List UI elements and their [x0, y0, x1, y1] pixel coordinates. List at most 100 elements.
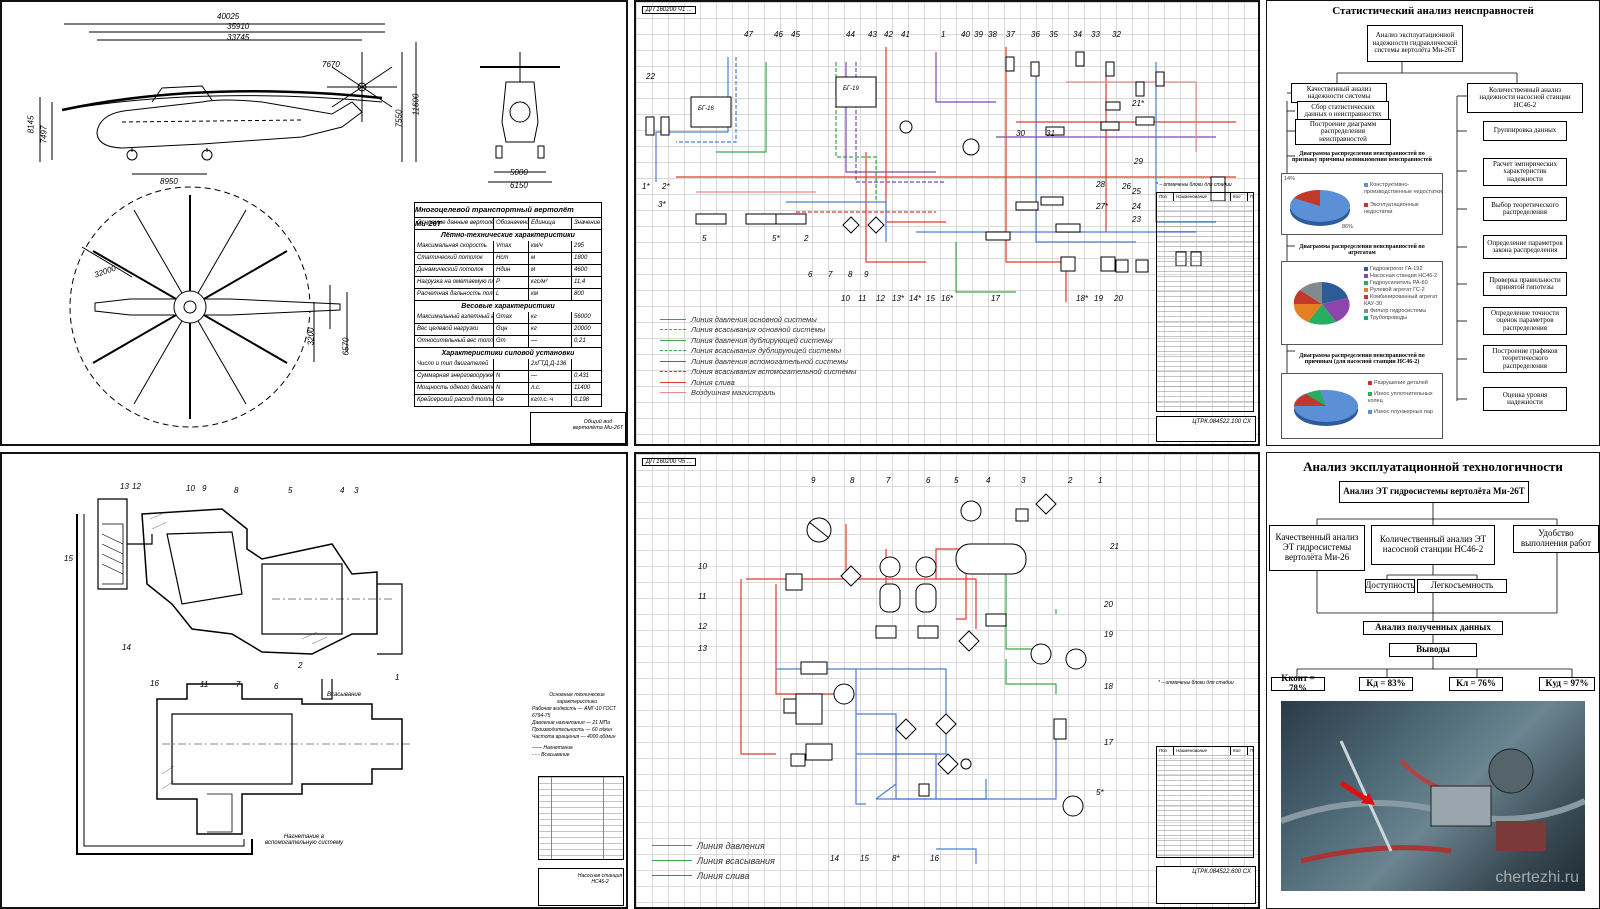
pie-chart-reasons: Разрушение деталей Износ уплотнительных … — [1281, 373, 1443, 439]
legend-swatch — [660, 339, 686, 341]
dim-width: 6150 — [510, 181, 528, 190]
root-box: Анализ ЭТ гидросистемы вертолёта Ми-26Т — [1339, 481, 1529, 503]
pie-reasons-svg — [1294, 390, 1358, 426]
right-box: Оценка уровня надежности — [1483, 387, 1567, 411]
table-header: Основные данные вертолёта Обозначение Ед… — [415, 217, 601, 229]
legend-swatch — [660, 392, 686, 394]
table-cell: л.с. — [528, 383, 571, 394]
connector-lines — [1296, 503, 1573, 677]
table-cell: 11,4 — [571, 277, 601, 288]
table-row: Мощность одного двигателяNл.с.11400 — [415, 382, 601, 394]
dim-overall-length: 40025 — [217, 12, 240, 21]
callout-number: 29 — [1134, 157, 1143, 166]
table-cell: 4600 — [571, 265, 601, 276]
callout-number: 34 — [1073, 30, 1082, 39]
legend-swatch — [660, 371, 686, 373]
callout-number: 21* — [1132, 99, 1145, 108]
callout-number: 8 — [848, 270, 853, 279]
page-title: Статистический анализ неисправностей — [1332, 5, 1534, 17]
table-cell: 0,21 — [571, 336, 601, 347]
table-section: Лётно-технические характеристики — [415, 229, 601, 241]
callout-number: 27* — [1096, 202, 1109, 211]
table-cell: кг — [528, 312, 571, 323]
legend-label: Линия давления — [697, 840, 765, 851]
legend-item: Линия давления — [652, 838, 775, 853]
right-box: Количественный анализ надежности насосно… — [1467, 83, 1583, 113]
legend-item: Линия слива — [660, 377, 856, 388]
callout-number: 12 — [876, 294, 885, 303]
callout-number: 42 — [884, 30, 893, 39]
table-cell: Максимальная скорость — [417, 243, 487, 249]
callout-number: 18* — [1076, 294, 1089, 303]
right-box: Группировка данных — [1483, 121, 1567, 141]
table-cell: — — [528, 336, 571, 347]
engine-photo: chertezhi.ru — [1281, 701, 1585, 891]
analysis-box: Анализ полученных данных — [1363, 621, 1503, 635]
legend-item: Линия слива — [652, 868, 775, 883]
callout-number: 45 — [791, 30, 800, 39]
callout-number: 17 — [1104, 738, 1113, 747]
dim-tail-rotor: 7670 — [322, 60, 340, 69]
branch-box: Качественный анализ ЭТ гидросистемы верт… — [1269, 525, 1365, 571]
legend-swatch — [660, 318, 686, 320]
right-box: Определение точности оценок параметров р… — [1483, 307, 1567, 335]
callout-number: 3* — [658, 200, 666, 209]
specs-block: Основные технические характеристики Рабо… — [532, 692, 622, 759]
coef-box: Kконт = 78% — [1271, 673, 1325, 693]
callout-number: 5 — [954, 476, 959, 485]
table-row: Относительный вес топлива во внутренних … — [415, 335, 601, 347]
legend-label: Линия всасывания вспомогательной системы — [691, 367, 857, 377]
callout-number: 43 — [868, 30, 877, 39]
table-cell: 0,431 — [571, 371, 601, 382]
callout-number: 25 — [1132, 187, 1141, 196]
table-cell: кгс/м² — [528, 277, 571, 288]
branch-box: Легкосъемность — [1417, 579, 1507, 593]
callout-number: 8 — [850, 476, 855, 485]
callout-number: 2 — [1068, 476, 1073, 485]
callout-number: 47 — [744, 30, 753, 39]
legend-swatch — [660, 329, 686, 331]
legend-item: Линия всасывания основной системы — [660, 325, 856, 336]
callout-number: 14 — [122, 643, 131, 652]
right-box: Расчет эмпирических характеристик надежн… — [1483, 158, 1567, 186]
table-cell — [493, 359, 528, 370]
callout-number: 10 — [698, 562, 707, 571]
callout-number: 38 — [988, 30, 997, 39]
callout-number: 33 — [1091, 30, 1100, 39]
callout-number: 28 — [1096, 180, 1105, 189]
callout-number: 14* — [909, 294, 922, 303]
callout-number: 7 — [236, 680, 241, 689]
table-cell: Gт — [493, 336, 528, 347]
callout-number: 41 — [901, 30, 910, 39]
sheet-statistical-analysis: Статистический анализ неисправностей Ана… — [1266, 0, 1600, 446]
callout-number: 30 — [1016, 129, 1025, 138]
callout-number: 5 — [702, 234, 707, 243]
callout-number: 36 — [1031, 30, 1040, 39]
dim-height-left2: 7497 — [39, 125, 49, 144]
sheet-general-view: 40025 35910 33745 8145 7497 7670 11600 7… — [0, 0, 628, 446]
callout-number: 11 — [698, 592, 707, 601]
legend-label: Линия давления вспомогательной системы — [691, 356, 848, 366]
table-cell: — — [528, 371, 571, 382]
callout-number: 15 — [64, 554, 73, 563]
dim-height-left: 8145 — [26, 115, 36, 134]
legend-item: Линия давления основной системы — [660, 314, 856, 325]
legend-label: Линия всасывания дублирующей системы — [691, 346, 842, 356]
legend-item: Линия всасывания вспомогательной системы — [660, 367, 856, 378]
spec-line: Давление нагнетания — 21 МПа — [532, 720, 610, 726]
callout-number: 20 — [1104, 600, 1113, 609]
legend-item: Воздушная магистраль — [660, 388, 856, 399]
callout-number: 3 — [1021, 476, 1026, 485]
legend-item: Линия всасывания дублирующей системы — [660, 346, 856, 357]
dim-track: 5000 — [510, 168, 528, 177]
branch-box: Удобство выполнения работ — [1513, 525, 1599, 553]
callout-number: 19 — [1104, 630, 1113, 639]
helicopter-drawing — [39, 23, 560, 428]
callout-number: 21 — [1110, 542, 1119, 551]
callout-number: 2 — [804, 234, 809, 243]
callout-number: 15 — [926, 294, 935, 303]
